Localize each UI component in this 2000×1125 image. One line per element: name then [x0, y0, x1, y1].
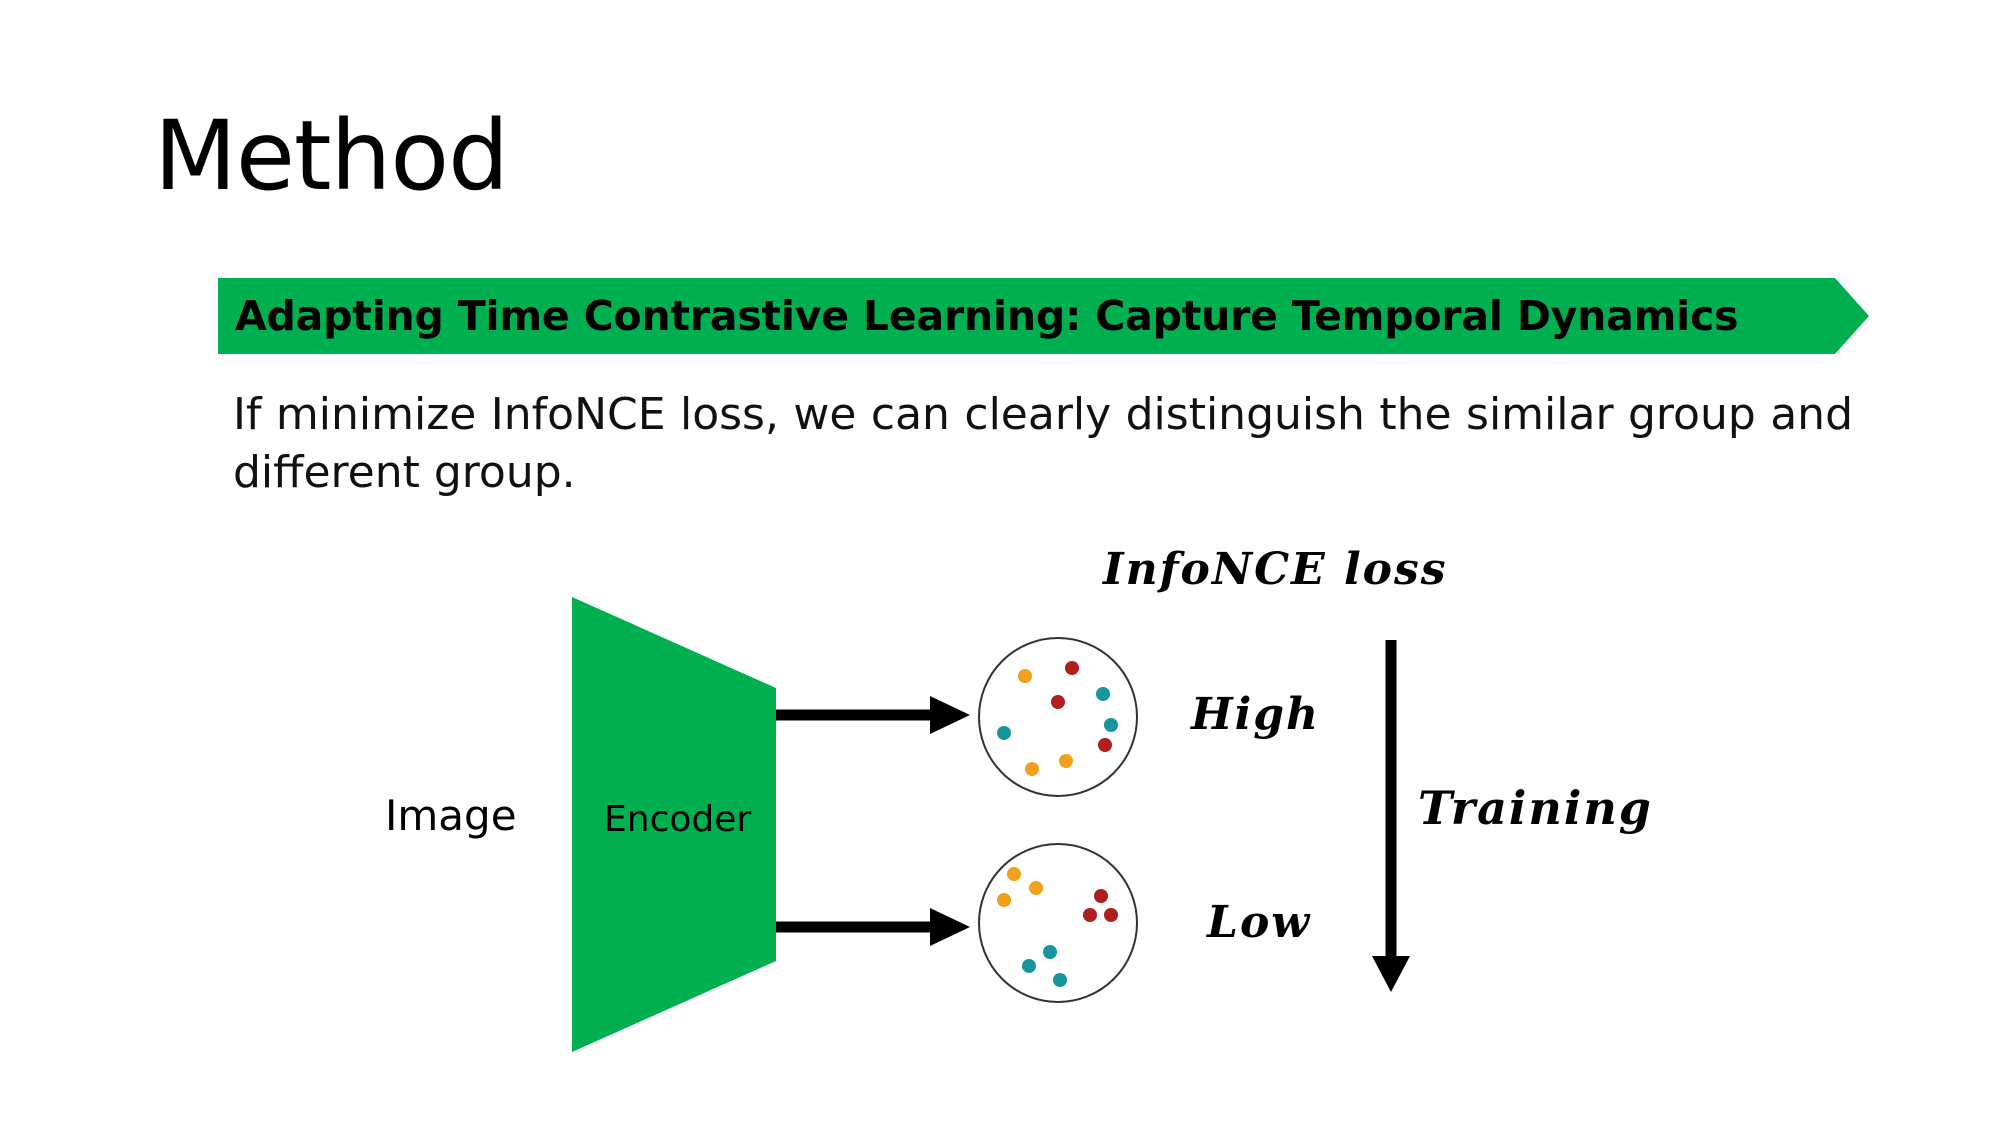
infonce-loss-label: InfoNCE loss [1103, 544, 1448, 595]
training-arrow [1372, 640, 1410, 992]
input-image-label: Image [385, 791, 517, 840]
section-banner: Adapting Time Contrastive Learning: Capt… [218, 278, 1869, 354]
arrow-to-high [776, 696, 970, 734]
embedding-dot [1018, 669, 1032, 683]
banner-arrow-shape [218, 278, 1869, 354]
embedding-dot [1094, 889, 1108, 903]
embedding-dot [1022, 959, 1036, 973]
description-text: If minimize InfoNCE loss, we can clearly… [233, 389, 1853, 498]
banner-text: Adapting Time Contrastive Learning: Capt… [235, 292, 1739, 340]
low-loss-label: Low [1207, 897, 1312, 948]
embedding-dot [1083, 908, 1097, 922]
embedding-dot [1051, 695, 1065, 709]
high-loss-embedding-circle [978, 637, 1138, 797]
embedding-dot [1096, 687, 1110, 701]
embedding-dot [1065, 661, 1079, 675]
embedding-dot [1053, 973, 1067, 987]
embedding-dot [1104, 908, 1118, 922]
encoder-label: Encoder [604, 799, 752, 840]
embedding-dot [1043, 945, 1057, 959]
training-label: Training [1418, 781, 1653, 835]
arrow-to-low [776, 908, 970, 946]
low-loss-embedding-circle [978, 843, 1138, 1003]
embedding-dot [1029, 881, 1043, 895]
embedding-dot [997, 726, 1011, 740]
embedding-dot [1007, 867, 1021, 881]
embedding-dot [1025, 762, 1039, 776]
embedding-dot [1104, 718, 1118, 732]
embedding-dot [1098, 738, 1112, 752]
encoder-block [572, 597, 776, 1052]
high-loss-label: High [1191, 689, 1321, 740]
slide-title: Method [154, 100, 509, 212]
embedding-dot [1059, 754, 1073, 768]
embedding-dot [997, 893, 1011, 907]
